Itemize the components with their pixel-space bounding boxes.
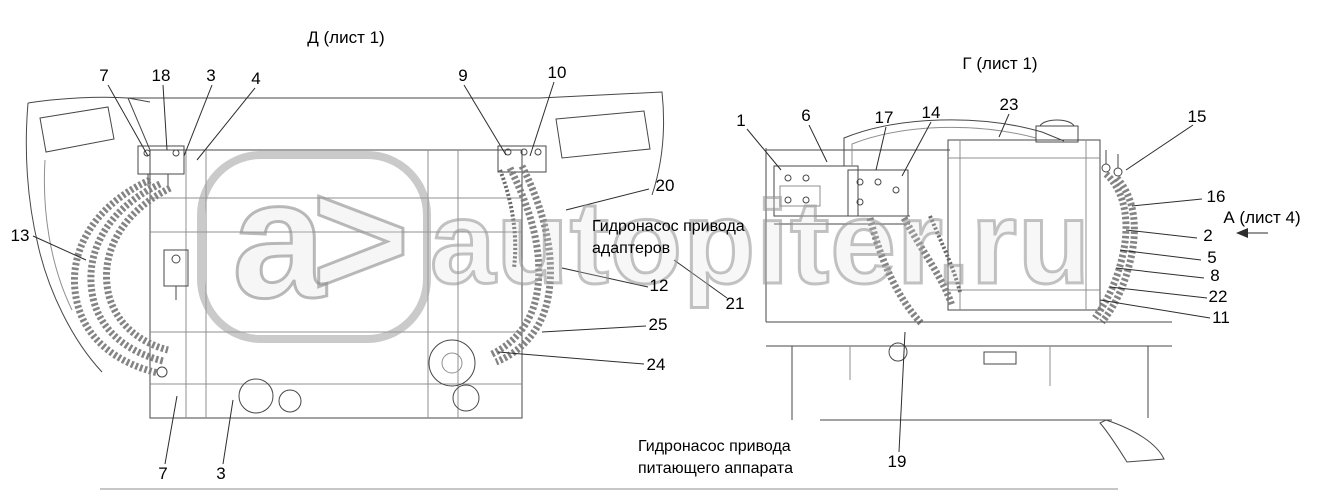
callout-22: 22 xyxy=(1208,287,1228,306)
left-pump-caption: Гидронасос привода адаптеров xyxy=(592,218,745,258)
callout-5: 5 xyxy=(1207,248,1217,267)
callout-11: 11 xyxy=(1212,308,1230,327)
callout-14: 14 xyxy=(921,103,941,122)
callout-1: 1 xyxy=(736,111,746,130)
right-machine-drawing xyxy=(100,119,1172,490)
callout-18: 18 xyxy=(151,66,171,85)
callout-20: 20 xyxy=(655,176,675,195)
callout-25: 25 xyxy=(648,315,668,334)
right-pump-caption: Гидронасос привода питающего аппарата xyxy=(638,438,793,478)
callout-7-bottom: 7 xyxy=(158,464,168,483)
callout-13: 13 xyxy=(10,226,30,245)
callout-12: 12 xyxy=(649,276,669,295)
callout-2: 2 xyxy=(1203,226,1213,245)
left-machine-drawing xyxy=(25,91,665,419)
right-view-title: Г (лист 1) xyxy=(962,54,1038,73)
callout-10: 10 xyxy=(547,63,567,82)
callout-3-bottom: 3 xyxy=(216,464,226,483)
callout-16: 16 xyxy=(1206,187,1226,206)
ref-label-a-sheet4: А (лист 4) xyxy=(1223,208,1301,227)
callout-4: 4 xyxy=(251,69,261,88)
callout-6: 6 xyxy=(801,106,811,125)
callout-23: 23 xyxy=(999,95,1019,114)
callout-7-top: 7 xyxy=(99,66,109,85)
ref-arrow-icon xyxy=(1236,228,1268,238)
callout-19: 19 xyxy=(887,452,907,471)
callout-17: 17 xyxy=(874,108,894,127)
callout-3-top: 3 xyxy=(206,66,216,85)
callout-21: 21 xyxy=(725,294,745,313)
callout-24: 24 xyxy=(646,355,666,374)
left-view-title: Д (лист 1) xyxy=(307,28,385,47)
leader-lines-left xyxy=(32,81,728,465)
callout-8: 8 xyxy=(1210,266,1220,285)
callout-9: 9 xyxy=(458,66,468,85)
callout-15: 15 xyxy=(1187,107,1207,126)
leader-lines-right xyxy=(746,113,1211,453)
